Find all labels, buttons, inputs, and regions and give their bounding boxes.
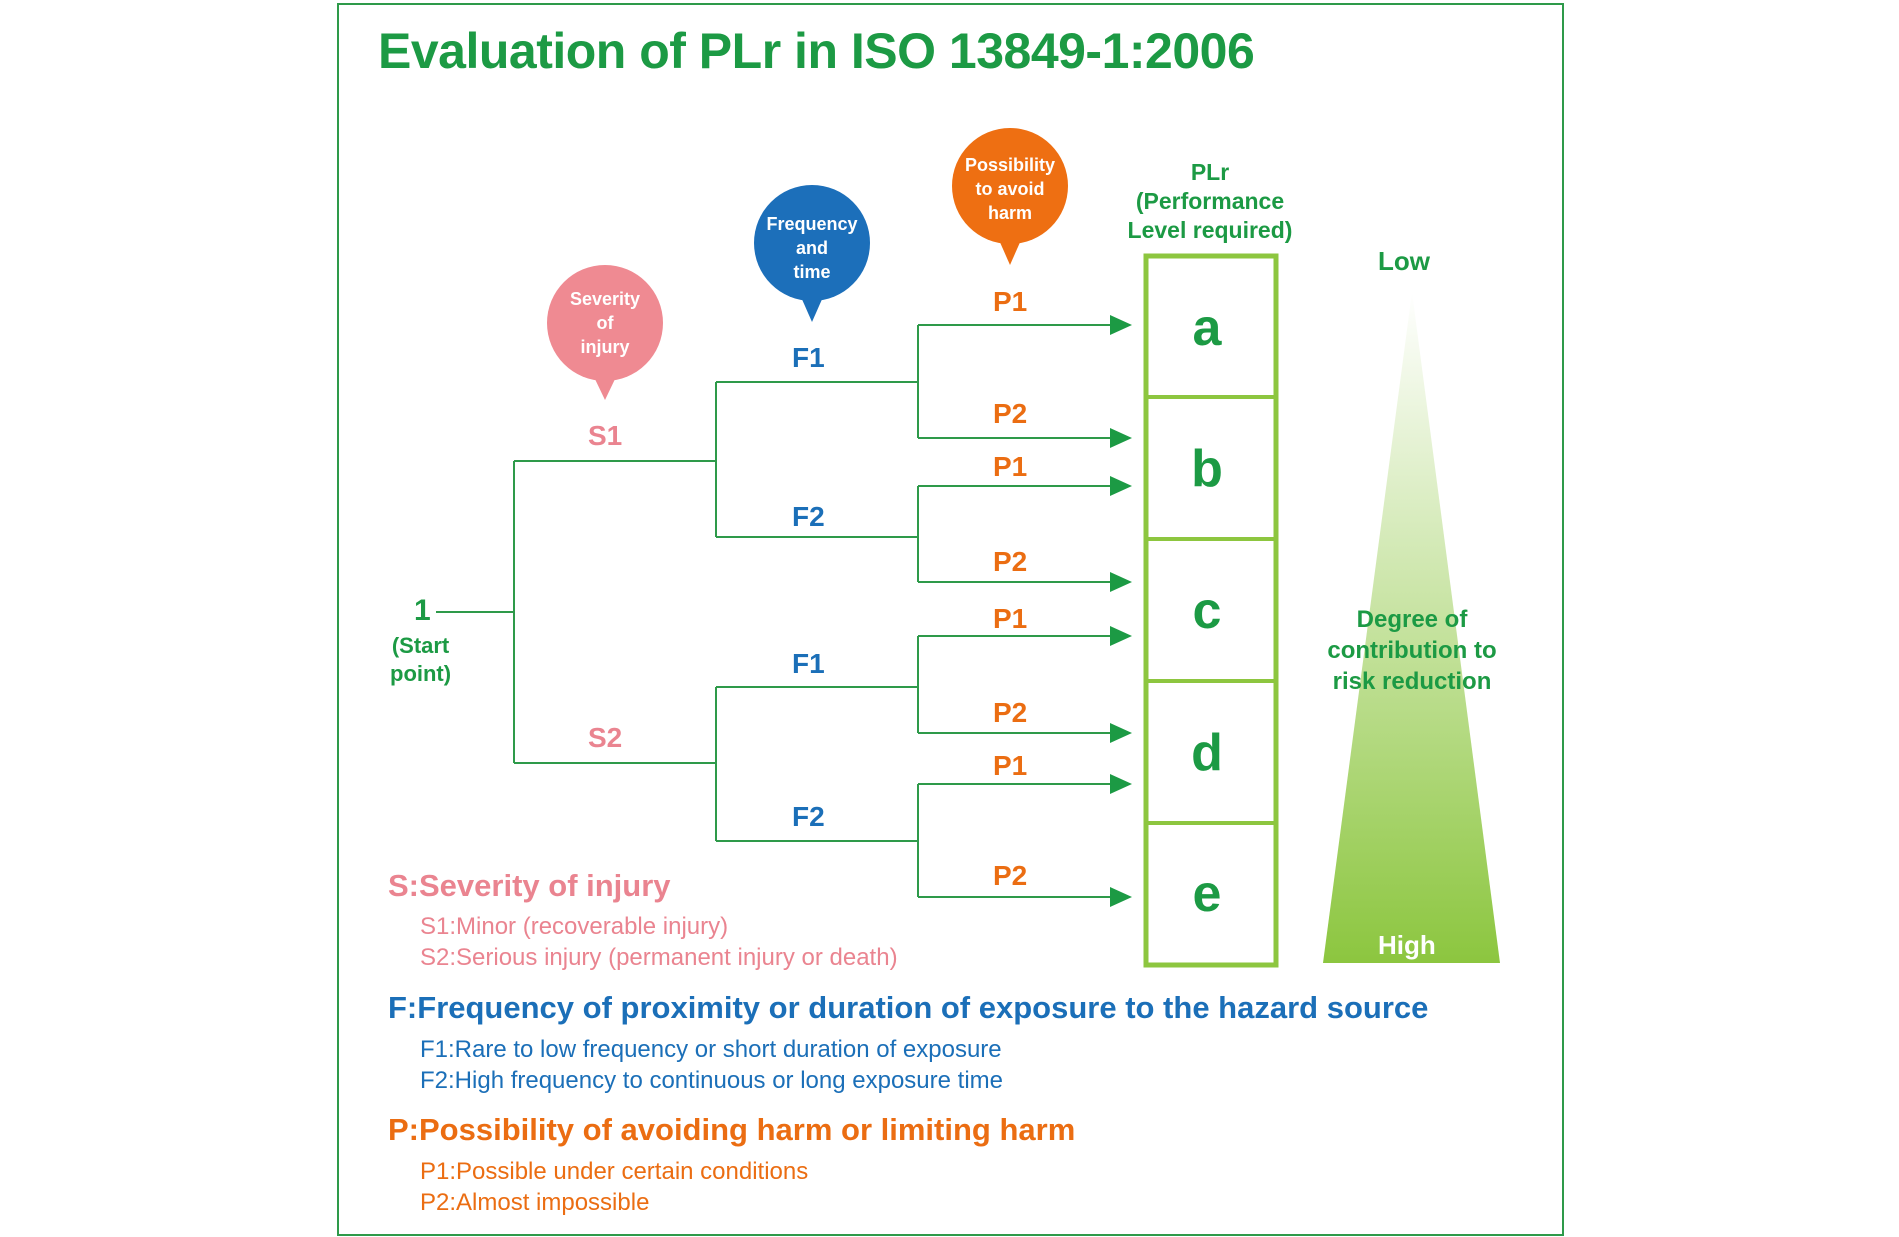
start-caption: (Start point) (390, 633, 452, 686)
legend-f2-item: F2:High frequency to continuous or long … (420, 1067, 1003, 1094)
plr-level-e: e (1192, 865, 1222, 923)
p-arrow-head-3 (1110, 476, 1132, 496)
p-arrow-head-2 (1110, 428, 1132, 448)
s1-label: S1 (588, 420, 623, 451)
scale-low-label: Low (1378, 246, 1430, 276)
legend-f1-item: F1:Rare to low frequency or short durati… (420, 1036, 1002, 1063)
p-arrow-head-6 (1110, 723, 1132, 743)
f1-lower-label: F1 (792, 648, 825, 679)
s2-label: S2 (588, 722, 623, 753)
frequency-bubble-text: Frequency and time (766, 214, 858, 282)
legend-p1-item: P1:Possible under certain conditions (420, 1158, 809, 1185)
p-arrow-head-8 (1110, 887, 1132, 907)
possibility-bubble-text: Possibility to avoid harm (964, 155, 1056, 223)
p-label: P1 (993, 451, 1028, 482)
f1-upper-label: F1 (792, 342, 825, 373)
start-number: 1 (414, 594, 431, 627)
plr-level-d: d (1191, 724, 1223, 782)
f2-lower-label: F2 (792, 801, 825, 832)
risk-reduction-gradient-triangle (1323, 292, 1500, 963)
plr-header: PLr (Performance Level required) (1127, 159, 1293, 243)
p-label: P2 (993, 398, 1028, 429)
frequency-bubble (754, 185, 870, 322)
possibility-bubble (952, 128, 1068, 265)
legend-s2-item: S2:Serious injury (permanent injury or d… (420, 944, 898, 971)
page-title: Evaluation of PLr in ISO 13849-1:2006 (378, 23, 1255, 79)
plr-level-c: c (1192, 582, 1222, 640)
plr-boxes-outline (1143, 253, 1279, 968)
plr-level-a: a (1192, 298, 1222, 357)
scale-high-label: High (1378, 930, 1436, 960)
p-arrow-head-5 (1110, 626, 1132, 646)
p-label: P2 (993, 697, 1028, 728)
p-arrows (918, 315, 1132, 907)
legend-p2-item: P2:Almost impossible (420, 1189, 650, 1216)
p-label: P2 (993, 546, 1028, 577)
f2-upper-label: F2 (792, 501, 825, 532)
diagram-frame (337, 3, 1564, 1236)
legend-s1-item: S1:Minor (recoverable injury) (420, 913, 729, 940)
p-label: P1 (993, 286, 1028, 317)
p-label: P1 (993, 603, 1028, 634)
legend-p-heading: P:Possibility of avoiding harm or limiti… (388, 1112, 1076, 1147)
legend-f-heading: F:Frequency of proximity or duration of … (388, 990, 1429, 1025)
p-arrow-head-4 (1110, 572, 1132, 592)
p-arrow-head-7 (1110, 774, 1132, 794)
legend-s-heading: S:Severity of injury (388, 868, 671, 903)
plr-level-b: b (1191, 440, 1223, 498)
severity-bubble (547, 265, 663, 400)
scale-caption: Degree of contribution to risk reduction (1327, 606, 1497, 695)
p-label: P1 (993, 750, 1028, 781)
p-label: P2 (993, 860, 1028, 891)
severity-bubble-text: Severity of injury (569, 289, 641, 357)
p-arrow-head-1 (1110, 315, 1132, 335)
